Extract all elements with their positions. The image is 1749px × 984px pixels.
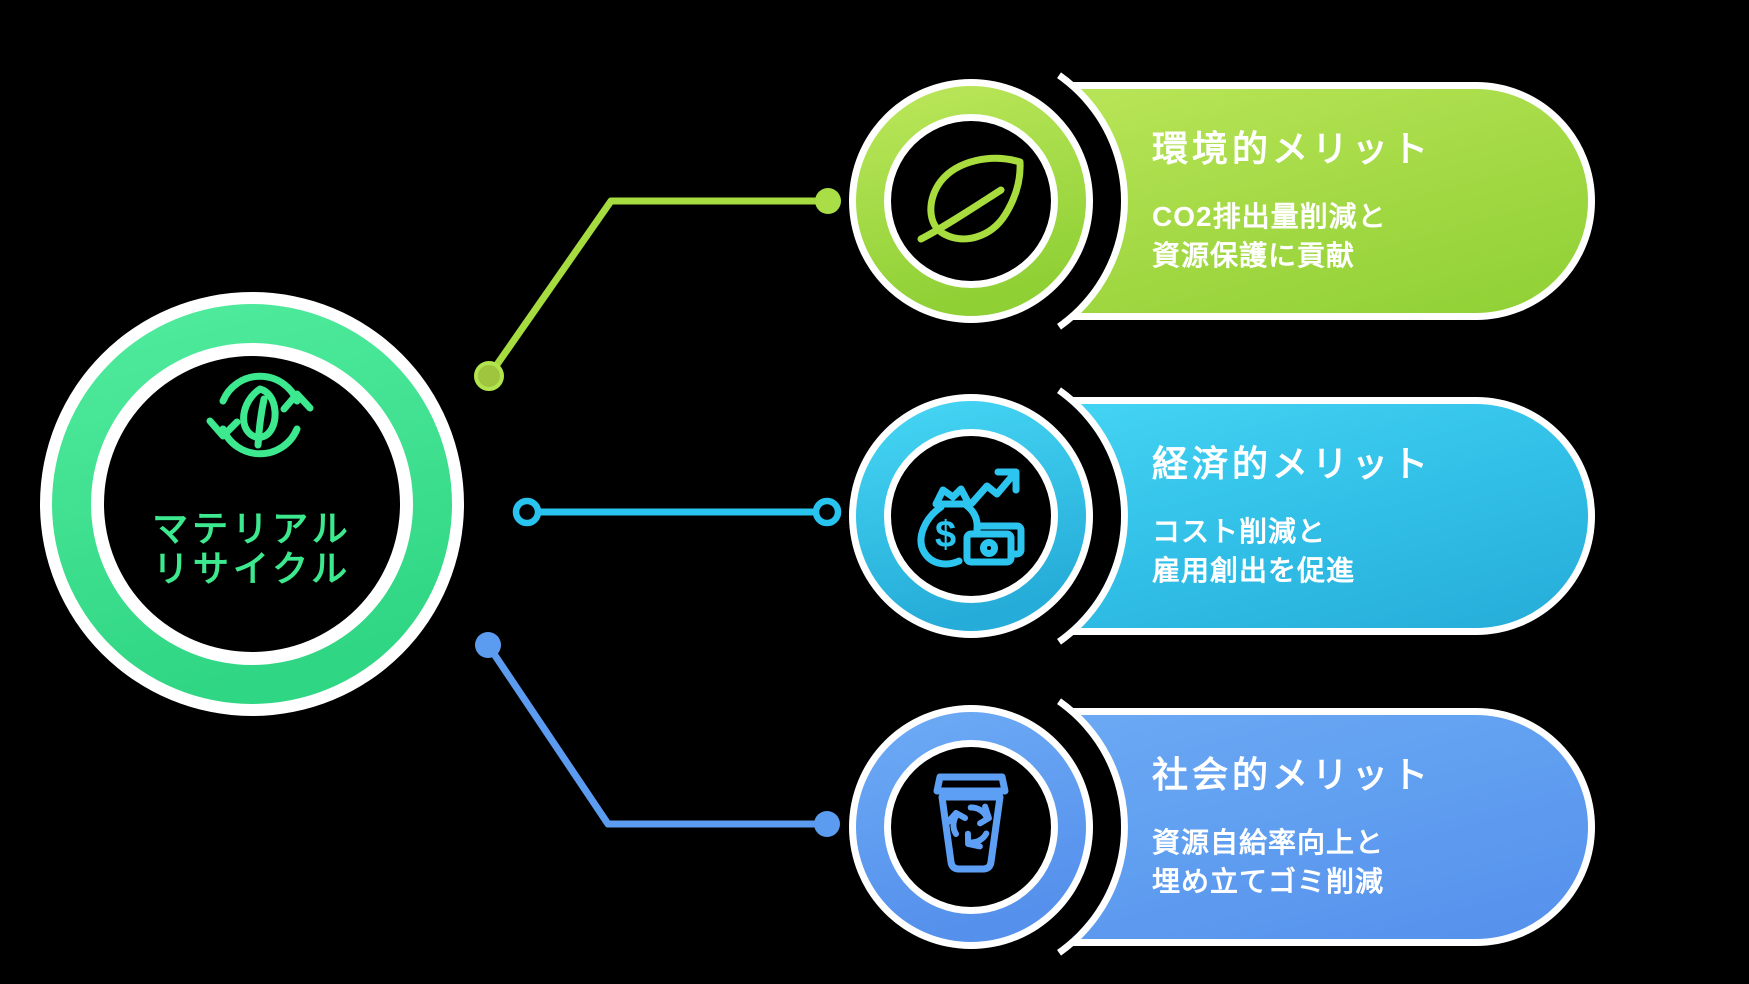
card-social-body-line2: 埋め立てゴミ削減 <box>1152 866 1385 897</box>
central-hub-circle <box>40 292 464 716</box>
dot-env-start <box>474 361 504 391</box>
ring-eco-start <box>512 497 542 527</box>
hub-label-line1: マテリアル <box>152 508 352 549</box>
card-environmental-title: 環境的メリット <box>1152 128 1433 169</box>
central-hub-label: マテリアル リサイクル <box>72 509 432 589</box>
badge-environmental <box>821 51 1128 351</box>
badge-economic: $ <box>821 366 1128 666</box>
connector-social <box>484 641 831 828</box>
recycle-bin-icon <box>933 773 1009 873</box>
card-environmental-body-line2: 資源保護に貢献 <box>1152 240 1356 271</box>
dot-env-end <box>815 188 841 214</box>
leaf-icon <box>917 154 1024 243</box>
recycle-leaf-icon <box>206 372 314 458</box>
svg-text:$: $ <box>935 514 956 556</box>
badge-social <box>821 677 1128 977</box>
dot-soc-end <box>814 811 840 837</box>
card-social-body-line1: 資源自給率向上と <box>1152 827 1385 858</box>
ring-eco-end <box>812 497 842 527</box>
card-environmental-body-line1: CO2排出量削減と <box>1152 201 1387 232</box>
hub-label-line2: リサイクル <box>152 548 352 589</box>
connector-environmental <box>485 197 832 380</box>
card-social-title: 社会的メリット <box>1152 754 1433 795</box>
card-economic-body-line2: 雇用創出を促進 <box>1152 555 1356 586</box>
card-economic-body-line1: コスト削減と <box>1152 516 1327 547</box>
dot-soc-start <box>475 632 501 658</box>
money-bag-growth-icon: $ <box>917 468 1025 568</box>
card-economic-title: 経済的メリット <box>1152 443 1433 484</box>
